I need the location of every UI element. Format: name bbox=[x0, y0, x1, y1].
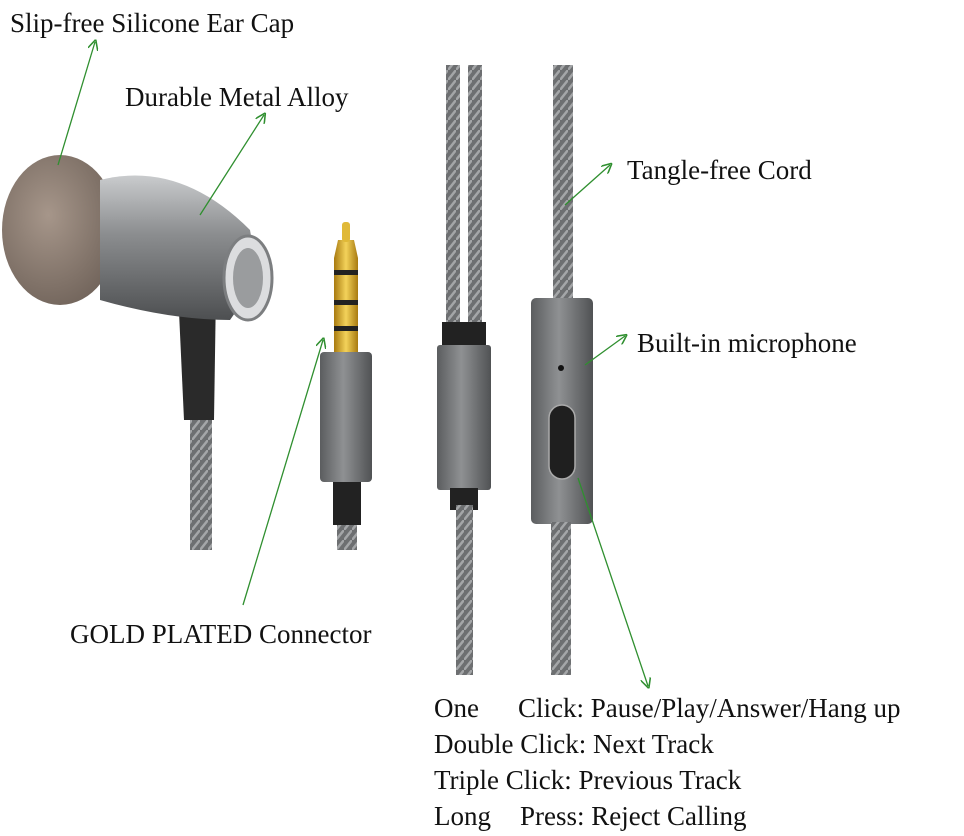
control-result: Next Track bbox=[592, 729, 714, 759]
label-tangle-free-cord: Tangle-free Cord bbox=[627, 155, 812, 185]
control-action: Double Click: bbox=[434, 729, 587, 759]
arrow-mic bbox=[584, 336, 625, 366]
label-microphone: Built-in microphone bbox=[637, 328, 857, 358]
control-result: Previous Track bbox=[578, 765, 742, 795]
earbud bbox=[2, 155, 274, 550]
remote-button bbox=[548, 404, 576, 480]
control-action-suffix: Click: bbox=[518, 693, 584, 723]
label-metal-alloy: Durable Metal Alloy bbox=[125, 82, 349, 112]
cable-splitter bbox=[437, 65, 491, 675]
annotation-arrows bbox=[57, 42, 648, 686]
control-action: Triple Click: bbox=[434, 765, 572, 795]
control-row-long-press: Long Press: Reject Calling bbox=[434, 801, 746, 831]
control-row-triple-click: Triple Click: Previous Track bbox=[434, 765, 741, 795]
metal-housing bbox=[100, 175, 253, 320]
control-result: Pause/Play/Answer/Hang up bbox=[590, 693, 901, 723]
audio-jack bbox=[320, 222, 372, 550]
arrow-connector bbox=[242, 340, 323, 606]
strain-relief bbox=[178, 290, 216, 420]
ear-cap bbox=[2, 155, 118, 305]
arrow-remote bbox=[577, 477, 648, 686]
label-ear-cap: Slip-free Silicone Ear Cap bbox=[10, 8, 295, 38]
control-action: Long bbox=[434, 801, 491, 831]
arrow-cord bbox=[564, 165, 610, 206]
control-result: Reject Calling bbox=[591, 801, 747, 831]
control-row-double-click: Double Click: Next Track bbox=[434, 729, 714, 759]
mic-hole bbox=[558, 365, 564, 371]
label-connector: GOLD PLATED Connector bbox=[70, 619, 372, 649]
control-action: One bbox=[434, 693, 479, 723]
control-action-suffix: Press: bbox=[520, 801, 585, 831]
control-row-one-click: One Click: Pause/Play/Answer/Hang up bbox=[434, 693, 900, 723]
inline-remote bbox=[531, 65, 593, 675]
arrow-metal bbox=[199, 115, 264, 216]
arrow-ear-cap bbox=[57, 42, 95, 166]
